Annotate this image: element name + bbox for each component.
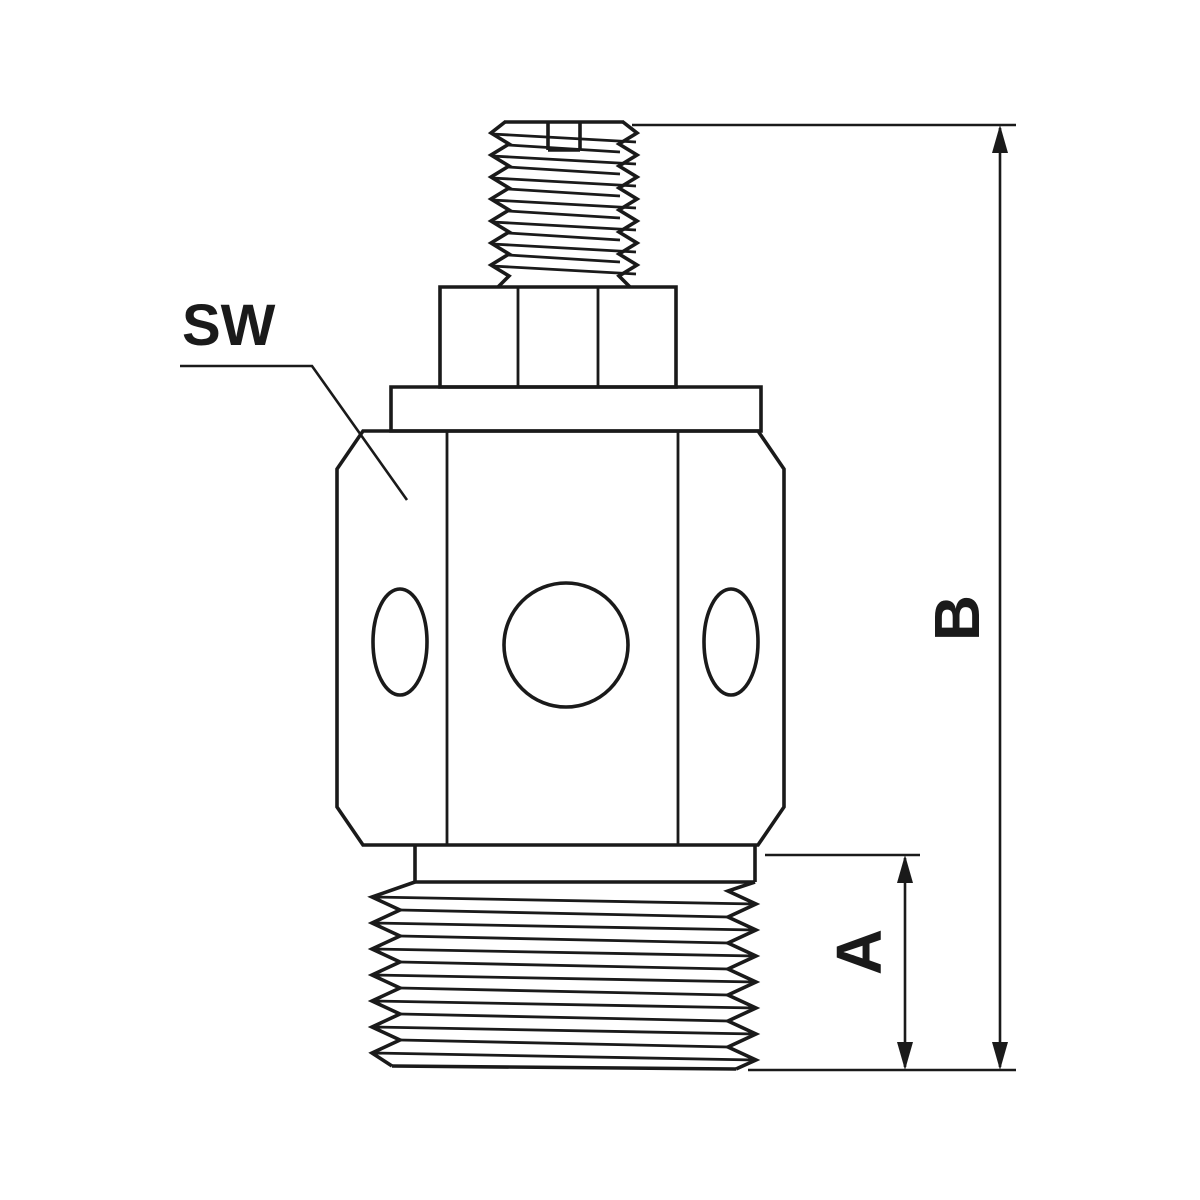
hex-nut-facet-lines [516,287,600,387]
dimension-a-label: A [823,929,895,975]
sw-leader-line [180,364,409,501]
neck [413,845,757,884]
screw-thread-crest-lines [491,132,637,276]
mounting-thread-right-edge [723,880,761,1071]
sw-callout: SW [180,293,409,501]
dimension-b-arrow-bottom-icon [992,1042,1008,1070]
mounting-thread [367,880,761,1071]
screw-thread-left-edge [487,120,513,289]
sw-label: SW [182,293,276,358]
left-exhaust-slot [371,587,429,697]
screw-thread-right-edge [615,120,641,289]
screw-thread-root-lines [507,143,621,264]
mounting-thread-left-edge [367,880,416,1068]
hex-body-outline [335,429,786,847]
dimension-a-arrow-top-icon [897,855,913,883]
right-exhaust-slot [702,587,760,697]
dimension-b: B [632,123,1016,1072]
dimension-a: A [765,853,920,1070]
hex-body [335,429,786,847]
mounting-thread-root-lines [399,908,729,1049]
dimension-b-label: B [921,595,993,641]
mounting-thread-bottom-edge [391,1064,737,1071]
mounting-thread-crest-lines [372,895,756,1062]
hex-nut-outline [438,285,678,389]
hex-body-facet-lines [445,431,680,845]
dimension-a-arrow-bottom-icon [897,1042,913,1070]
dimension-b-arrow-top-icon [992,125,1008,153]
center-exhaust-hole [502,581,630,709]
hex-nut [438,285,678,389]
flange-washer [389,385,763,433]
adjustment-screw [487,120,641,289]
